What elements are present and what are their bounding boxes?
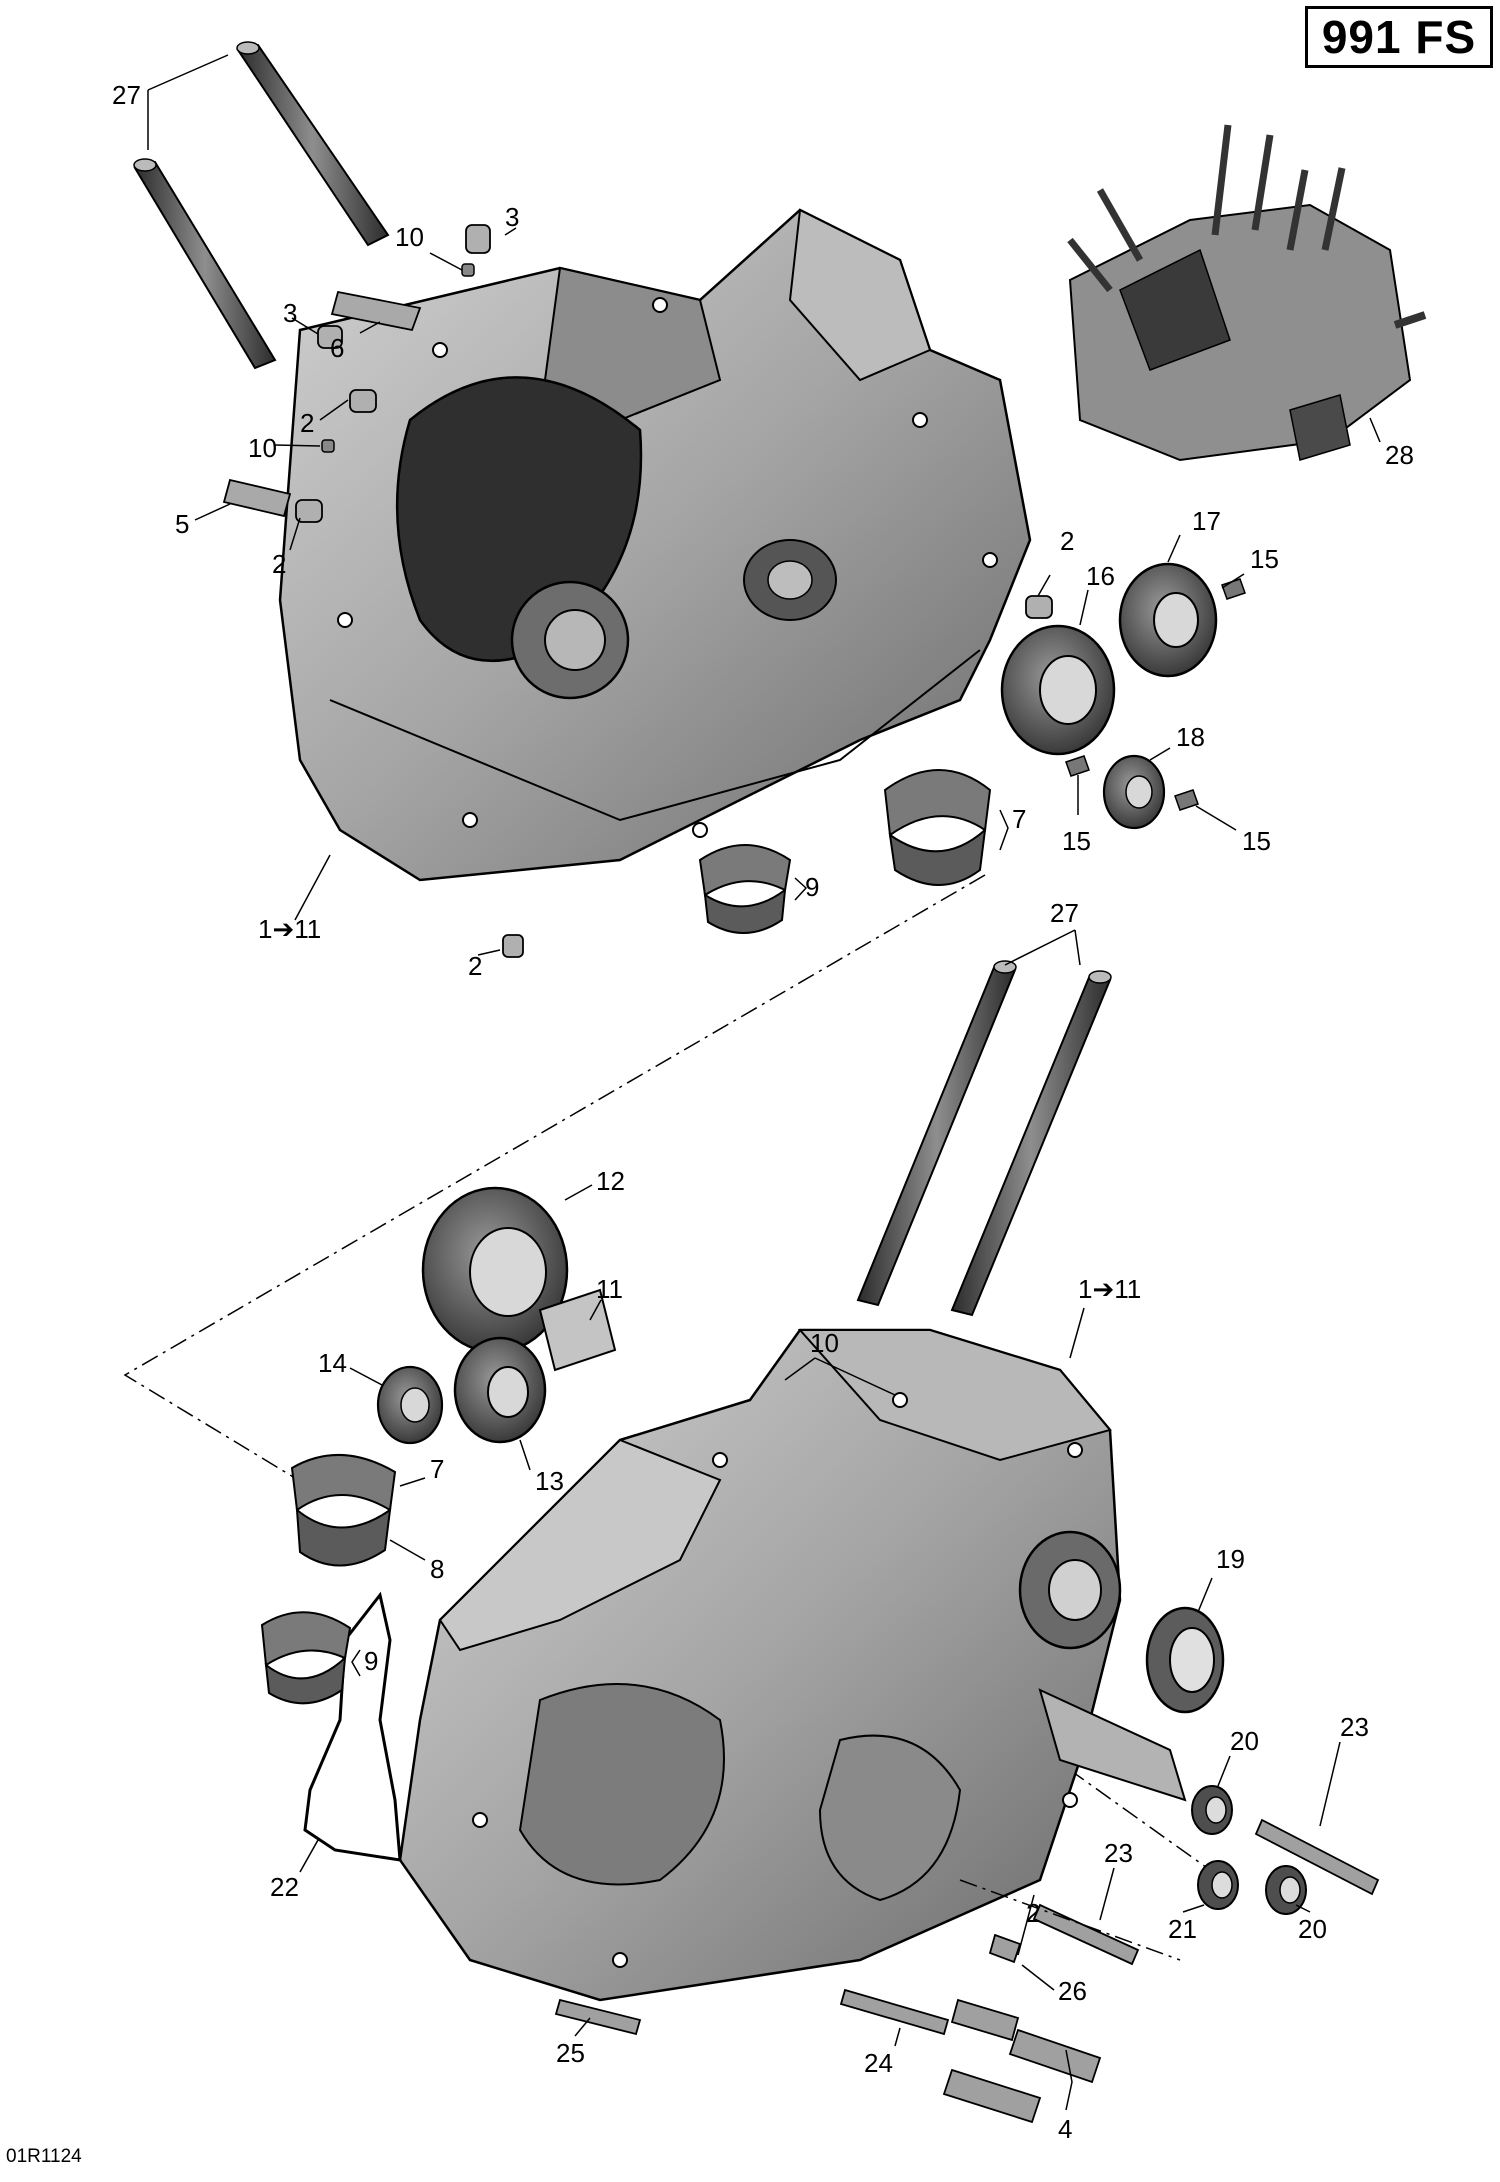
callout-labels: 27 3 10 3 6 2 10 5 2 2 16 17 15 18 15 15… — [112, 80, 1414, 2144]
callout-label: 10 — [248, 433, 277, 463]
callout-label: 19 — [1216, 1544, 1245, 1574]
callout-label: 9 — [364, 1646, 378, 1676]
callout-label: 15 — [1250, 544, 1279, 574]
callout-label: 22 — [270, 1872, 299, 1902]
callout-label: 23 — [1340, 1712, 1369, 1742]
callout-label: 7 — [430, 1454, 444, 1484]
bearings-upper — [1000, 562, 1246, 830]
callout-label: 13 — [535, 1466, 564, 1496]
gasket-22 — [303, 1591, 402, 1862]
callout-label: 2 — [1060, 526, 1074, 556]
stud-27-lower — [856, 960, 1112, 1317]
model-badge: 991 FS — [1305, 6, 1493, 68]
callout-label: 26 — [1058, 1976, 1087, 2006]
callout-label: 20 — [1298, 1914, 1327, 1944]
callout-label: 1➔11 — [1078, 1274, 1141, 1304]
assembled-engine-thumbnail — [1067, 124, 1427, 462]
alignment-dashdot-line — [123, 874, 986, 1479]
callout-label: 4 — [1058, 2114, 1072, 2144]
callout-label: 17 — [1192, 506, 1221, 536]
callout-label: 23 — [1104, 1838, 1133, 1868]
callout-label: 8 — [430, 1554, 444, 1584]
callout-label: 7 — [1012, 804, 1026, 834]
stud-27-upper — [133, 41, 390, 370]
callout-label: 20 — [1230, 1726, 1259, 1756]
callout-label: 27 — [1050, 898, 1079, 928]
callout-label: 1➔11 — [258, 914, 321, 944]
upper-crankcase-half — [278, 208, 1032, 882]
callout-label: 18 — [1176, 722, 1205, 752]
callout-label: 3 — [283, 298, 297, 328]
callout-label: 10 — [810, 1328, 839, 1358]
callout-label: 21 — [1168, 1914, 1197, 1944]
figure-code: 01R1124 — [6, 2146, 82, 2167]
callout-label: 25 — [556, 2038, 585, 2068]
dowel-pins-upper — [222, 224, 1053, 958]
callout-label: 15 — [1242, 826, 1271, 856]
bearing-shells-upper — [698, 769, 992, 934]
callout-label: 24 — [864, 2048, 893, 2078]
callout-label: 2 — [468, 951, 482, 981]
callout-label: 2 — [272, 549, 286, 579]
callout-label: 10 — [395, 222, 424, 252]
callout-label: 11 — [596, 1274, 623, 1304]
callout-label: 2 — [1026, 1898, 1040, 1928]
bearings-lower — [376, 1186, 1225, 1714]
callout-label: 5 — [175, 509, 189, 539]
bearing-shells-lower — [260, 1453, 397, 1705]
callout-label: 14 — [318, 1348, 347, 1378]
callout-label: 3 — [505, 202, 519, 232]
callout-label: 6 — [330, 333, 344, 363]
callout-label: 2 — [300, 408, 314, 438]
lower-crankcase-half — [398, 1328, 1187, 2002]
callout-label: 27 — [112, 80, 141, 110]
callout-label: 9 — [805, 872, 819, 902]
callout-label: 15 — [1062, 826, 1091, 856]
callout-label: 12 — [596, 1166, 625, 1196]
callout-label: 16 — [1086, 561, 1115, 591]
callout-label: 28 — [1385, 440, 1414, 470]
leader-lines — [147, 54, 1381, 2111]
small-parts-lower — [554, 1785, 1380, 2124]
